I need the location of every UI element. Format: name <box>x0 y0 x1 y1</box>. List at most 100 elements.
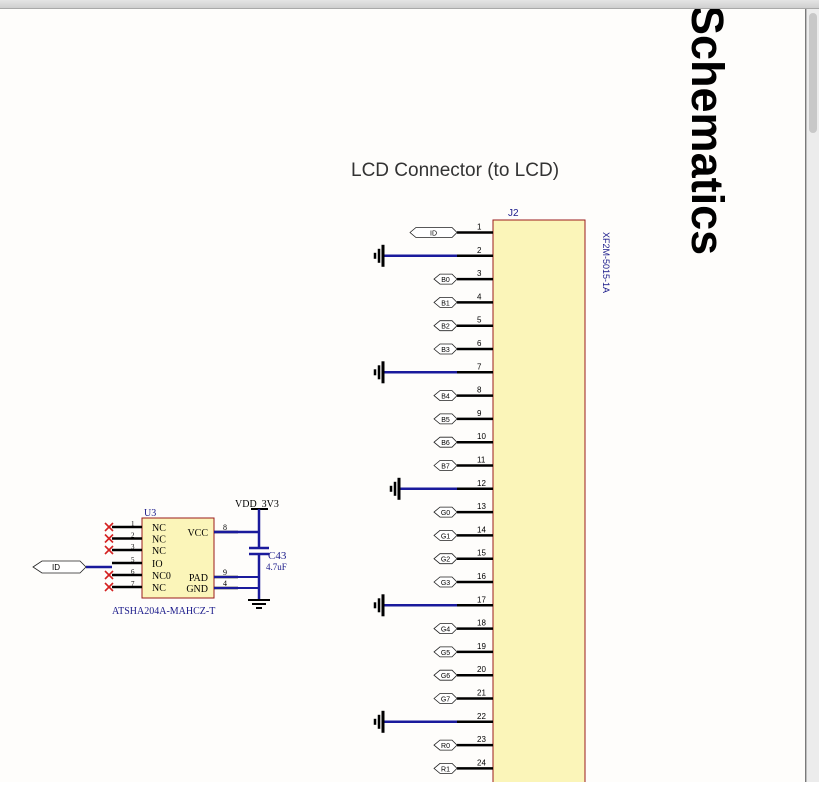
no-connect-marker <box>104 533 114 544</box>
ic-pin-number: 2 <box>131 532 135 540</box>
pin-number: 5 <box>477 316 482 325</box>
net-label: B1 <box>441 300 450 307</box>
connector-pins: 1ID23B04B15B26B378B49B510B611B71213G014G… <box>373 223 493 774</box>
pin-number: 12 <box>477 479 486 488</box>
schematic-page: Schematics LCD Connector (to LCD) J2 XF2… <box>0 5 806 787</box>
ic-pin-number: 1 <box>131 520 135 528</box>
net-label: B6 <box>441 440 450 447</box>
net-label: R0 <box>441 743 450 750</box>
ic-pin-number: 7 <box>131 580 135 588</box>
net-port-G6: G6 <box>433 669 458 681</box>
pin-number: 10 <box>477 432 486 441</box>
schematic-canvas: Schematics LCD Connector (to LCD) J2 XF2… <box>32 5 733 787</box>
net-label: G0 <box>441 510 450 517</box>
net-label: B5 <box>441 417 450 424</box>
connector-pin-5: 5 B2 <box>433 316 493 332</box>
ground-symbol <box>389 477 401 500</box>
connector-part-number: XF2M-5015-1A <box>601 232 611 293</box>
connector-pin-9: 9B5 <box>433 409 493 425</box>
ic-pin-name: NC0 <box>152 571 171 582</box>
ic-pin-name: PAD <box>189 573 208 584</box>
ic-body <box>141 517 215 599</box>
ic-io-net-label: ID <box>52 563 60 572</box>
viewer-toolbar-edge <box>0 0 819 9</box>
connector-pin-3: 3B0 <box>433 269 493 285</box>
capacitor-ref: C43 <box>268 550 287 562</box>
ground-symbol <box>373 710 385 733</box>
ic-io-port: ID <box>32 560 112 574</box>
net-port-B2: B2 <box>433 320 458 332</box>
net-port-B1: B1 <box>433 296 458 308</box>
pin-number: 8 <box>477 386 482 395</box>
ic-pin-number: 4 <box>223 579 227 588</box>
net-port-B5: B5 <box>433 413 458 425</box>
pin-number: 1 <box>477 223 482 232</box>
pin-number: 23 <box>477 735 486 744</box>
pin-number: 3 <box>477 269 482 278</box>
connector-pin-1: 1ID <box>409 223 493 238</box>
pin-number: 18 <box>477 619 486 628</box>
net-label: B7 <box>441 464 450 471</box>
pin-number: 13 <box>477 502 486 511</box>
net-label: G2 <box>441 557 450 564</box>
net-port-G1: G1 <box>433 530 458 541</box>
connector-pin-2: 2 <box>373 244 493 267</box>
net-port-G2: G2 <box>433 553 458 565</box>
net-port-ID: ID <box>409 227 458 238</box>
net-label: G3 <box>441 580 450 587</box>
connector-pin-17: 17 <box>373 594 493 617</box>
net-label: ID <box>430 231 437 238</box>
ic-ref: U3 <box>144 508 156 519</box>
ic-pin-name: VCC <box>187 528 208 539</box>
pin-number: 14 <box>477 525 486 534</box>
net-port-G7: G7 <box>433 693 458 704</box>
connector-body <box>492 219 586 787</box>
net-label: G6 <box>441 673 450 680</box>
pin-number: 19 <box>477 642 486 651</box>
pin-number: 15 <box>477 549 486 558</box>
connector-pin-4: 4B1 <box>433 292 493 308</box>
pin-number: 11 <box>477 456 486 465</box>
pin-number: 21 <box>477 689 486 698</box>
ic-pin-name: NC <box>152 583 166 594</box>
pin-number: 20 <box>477 665 486 674</box>
ic-pin-name: NC <box>152 535 166 546</box>
net-port-B6: B6 <box>433 436 458 448</box>
pin-number: 2 <box>477 246 482 255</box>
scrollbar-thumb[interactable] <box>809 13 817 133</box>
net-port-B7: B7 <box>433 460 458 471</box>
net-label: G1 <box>441 533 450 540</box>
connector-ref: J2 <box>508 208 519 219</box>
connector-pin-22: 22 <box>373 710 493 733</box>
no-connect-marker <box>104 545 114 555</box>
capacitor-symbol <box>248 546 270 556</box>
net-port-G3: G3 <box>433 576 458 588</box>
ic-pin-name: IO <box>152 559 163 570</box>
power-net-label: VDD_3V3 <box>235 499 279 510</box>
capacitor-value: 4.7uF <box>266 562 287 572</box>
net-label: B3 <box>441 347 450 354</box>
vertical-scrollbar[interactable] <box>806 9 819 782</box>
ground-symbol <box>373 594 385 617</box>
net-label: G5 <box>441 650 450 657</box>
connector-pin-7: 7 <box>373 361 493 384</box>
pin-number: 16 <box>477 572 486 581</box>
no-connect-marker <box>104 582 114 592</box>
net-port-B3: B3 <box>433 343 458 355</box>
net-label: G7 <box>441 697 450 704</box>
sheet-title: Schematics <box>682 9 733 255</box>
ic-ground-symbol <box>248 599 270 609</box>
